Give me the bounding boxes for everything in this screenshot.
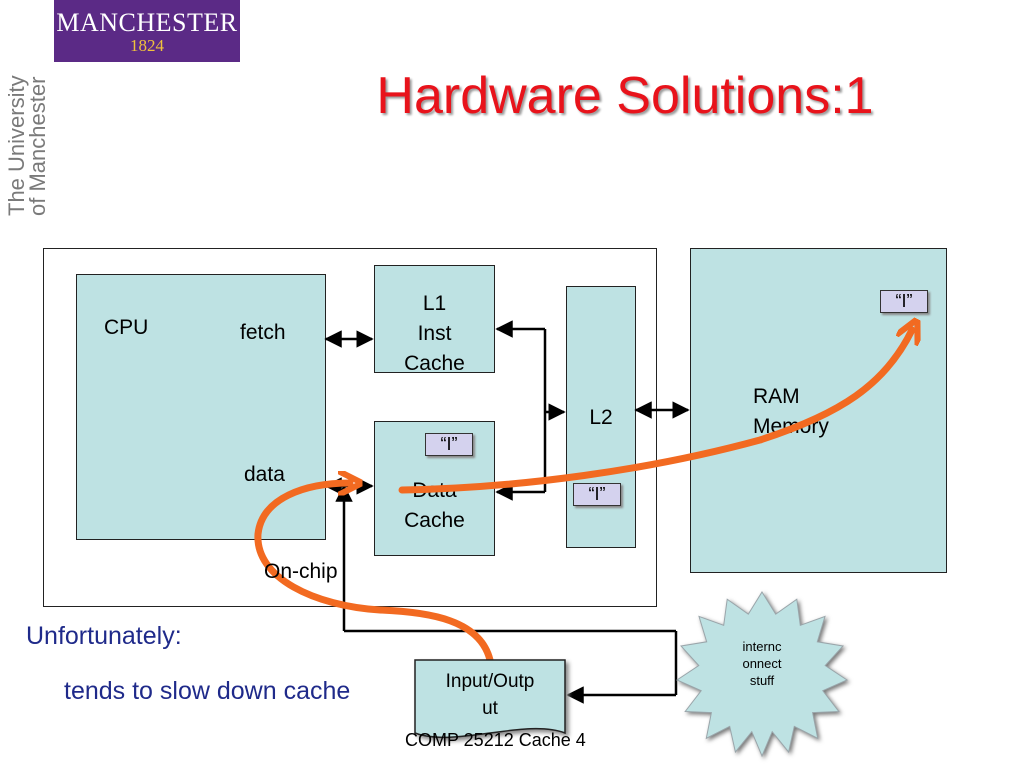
cpu-label: CPU <box>104 316 149 339</box>
l1-line-3: Cache <box>404 352 465 375</box>
input-output-shape <box>414 659 566 739</box>
data-cache-line-2: Cache <box>404 509 465 532</box>
on-chip-label: On-chip <box>264 560 338 583</box>
slide-title: Hardware Solutions:1 <box>376 67 874 125</box>
interconnect-line-3: stuff <box>749 673 775 688</box>
l1-line-2: Inst <box>417 322 452 345</box>
io-line-2: ut <box>482 698 498 719</box>
l1-inst-cache-label: L1 Inst Cache <box>374 289 495 379</box>
data-cache-tag: “I” <box>425 433 473 456</box>
data-label: data <box>244 463 285 486</box>
io-line-1: Input/Outp <box>445 671 535 692</box>
ram-line-1: RAM <box>753 385 800 408</box>
university-logo: MANCHESTER 1824 <box>54 0 240 62</box>
interconnect-label: internc onnect stuff <box>722 638 802 689</box>
orange-path-from-io <box>254 483 494 664</box>
ram-tag: “I” <box>880 290 928 313</box>
interconnect-star <box>675 591 849 758</box>
input-output-label: Input/Outp ut <box>415 668 565 722</box>
l2-label: L2 <box>589 406 613 429</box>
logo-name: MANCHESTER <box>56 8 238 37</box>
interconnect-line-2: onnect <box>742 656 782 671</box>
interconnect-line-1: internc <box>742 639 782 654</box>
l1-inst-cache-box <box>374 265 495 373</box>
bullet-main: Unfortunately: <box>26 622 182 650</box>
slide-footer: COMP 25212 Cache 4 <box>405 730 586 750</box>
fetch-label: fetch <box>240 321 286 344</box>
l2-tag: “I” <box>573 483 621 506</box>
l1-line-1: L1 <box>422 292 447 315</box>
orange-path-to-ram <box>398 330 912 494</box>
bullet-sub: tends to slow down cache <box>64 677 351 705</box>
data-cache-label: Data Cache <box>374 476 495 536</box>
logo-year: 1824 <box>130 36 164 55</box>
